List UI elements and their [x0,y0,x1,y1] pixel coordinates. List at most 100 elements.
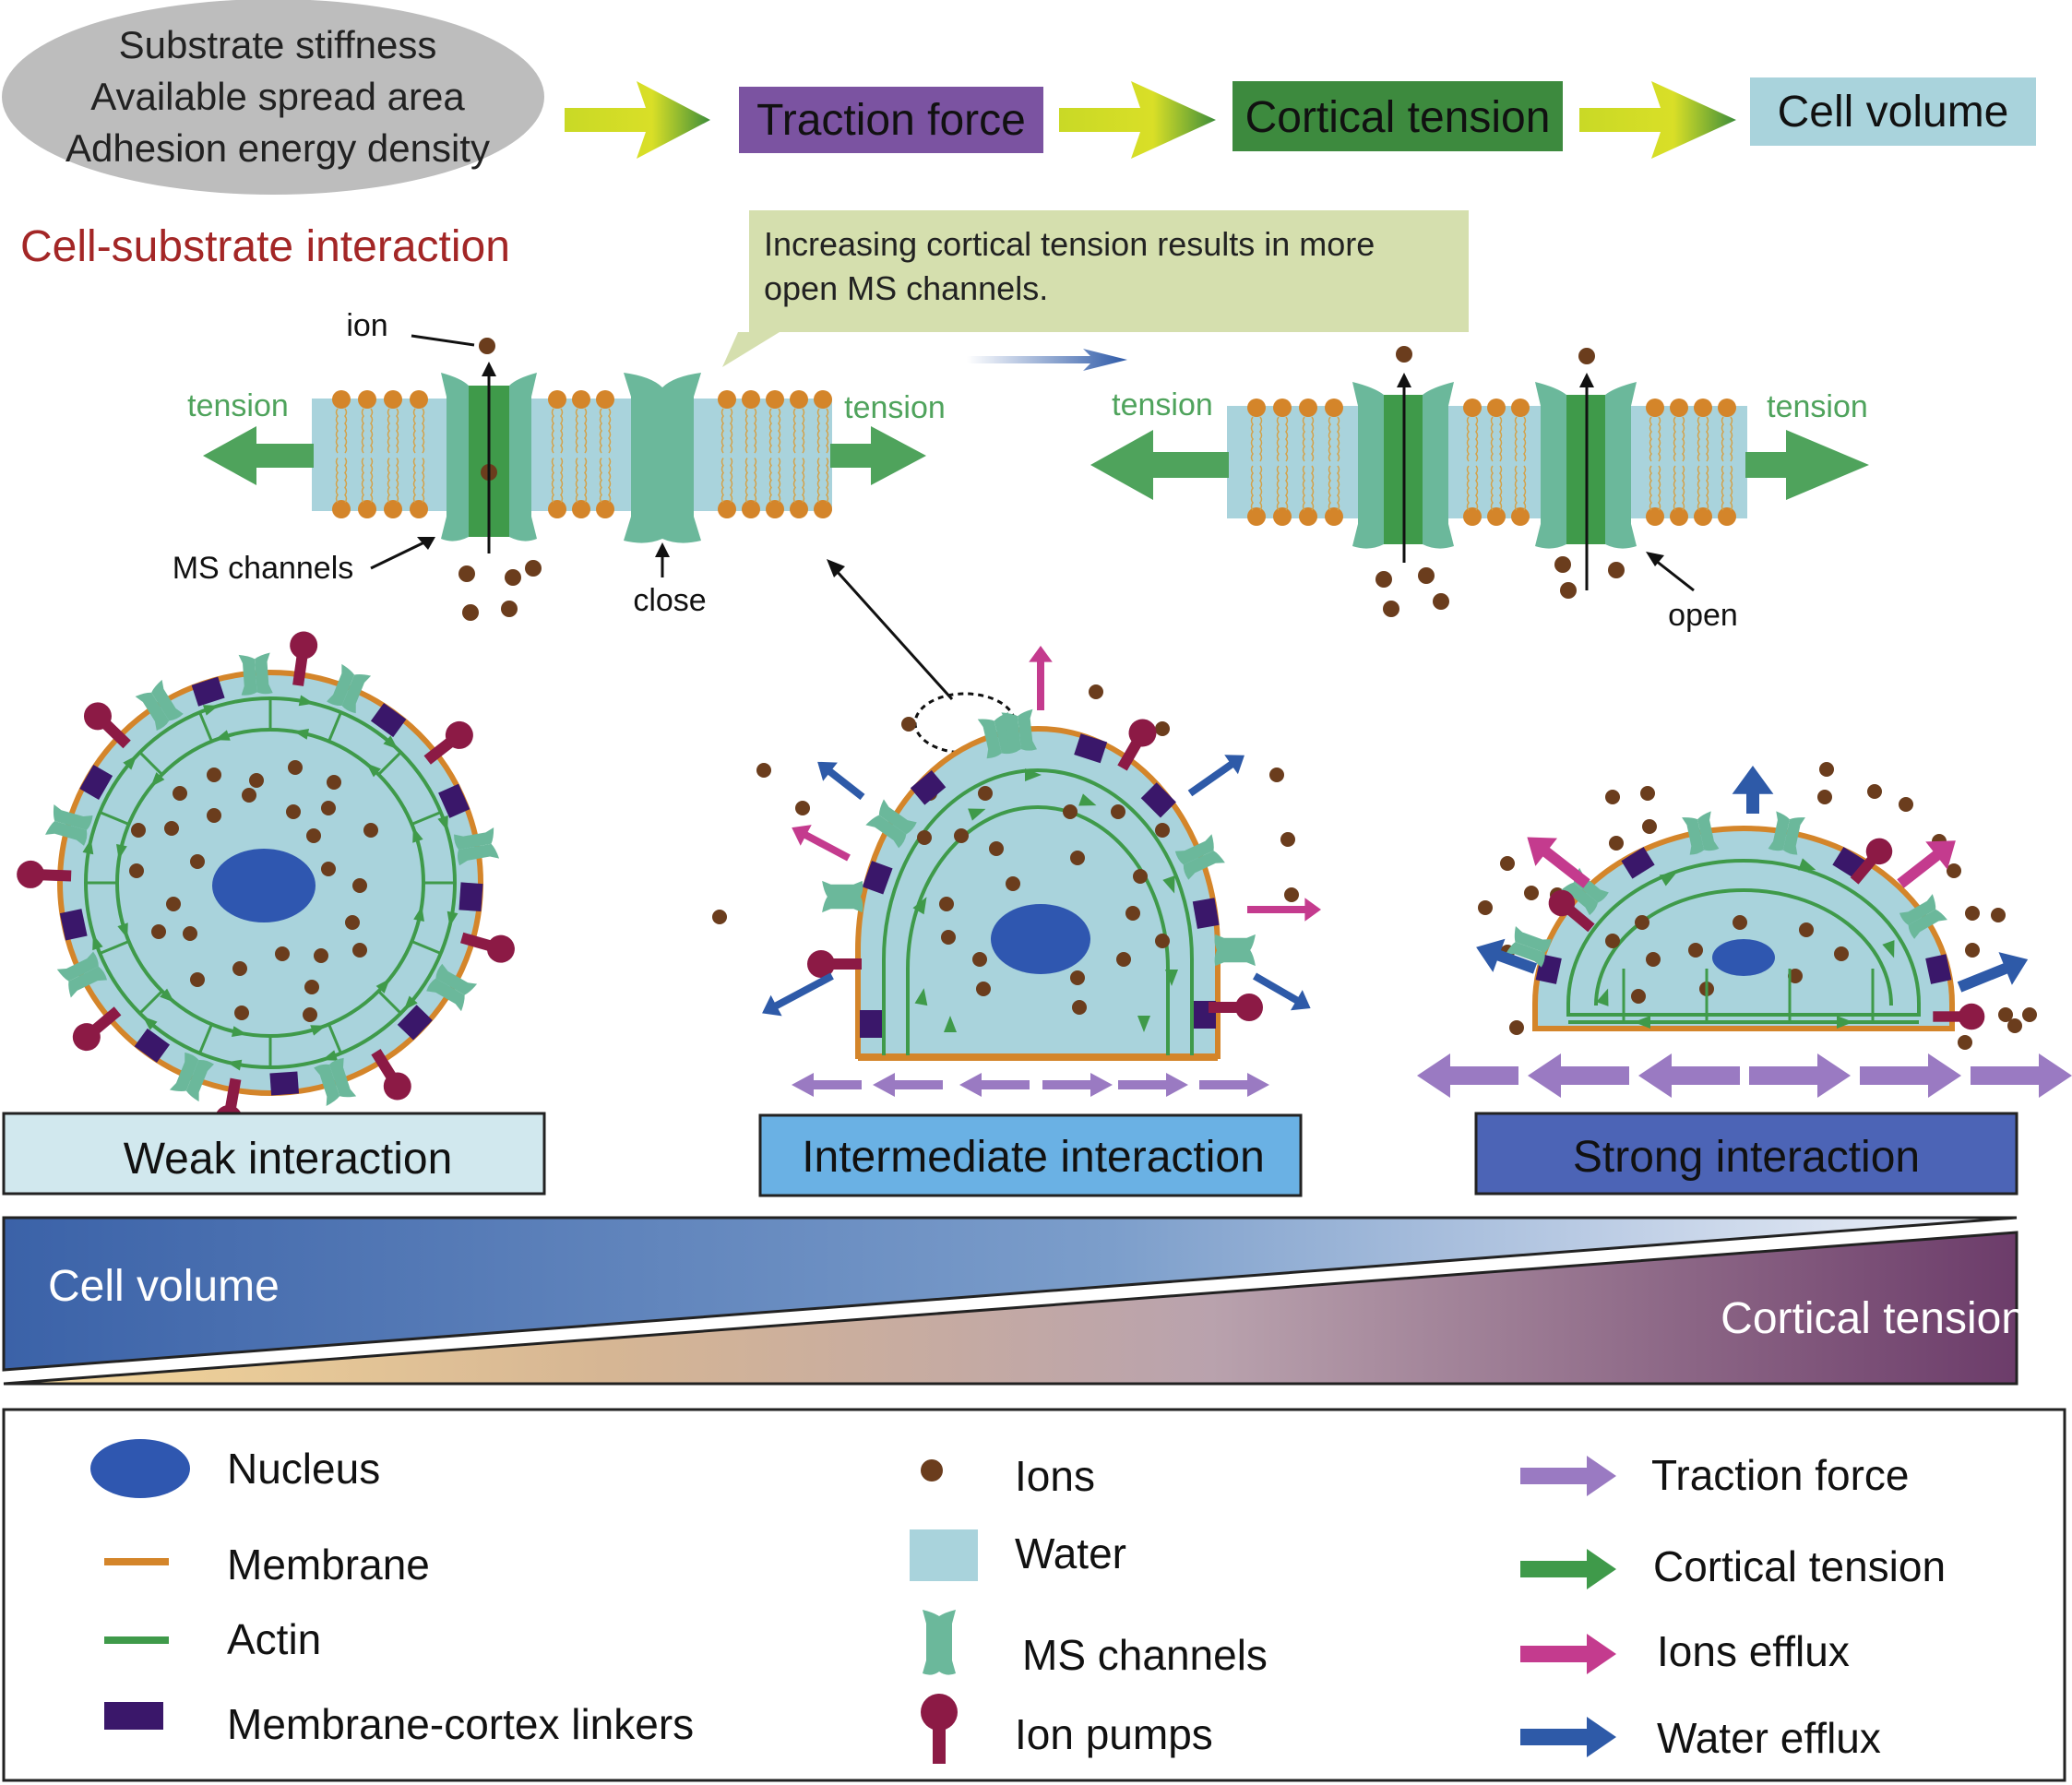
cell-volume-gradient-label: Cell volume [48,1262,280,1311]
actin-arrow [1078,793,1097,806]
cell-weak [17,631,515,1134]
ion [190,854,205,869]
factor-adhesion-energy: Adhesion energy density [65,126,490,170]
ion [1524,886,1539,900]
ms-channel [1174,834,1225,880]
legend-cortical-tension: Cortical tension [1653,1542,1946,1590]
ion-pump [1850,838,1893,885]
ion-pump [459,932,515,963]
ion [1609,836,1624,851]
ion [303,1007,317,1022]
actin-arrow [968,808,986,821]
tension-label: tension [1112,387,1213,422]
legend-traction-force: Traction force [1651,1451,1910,1499]
ion [234,1006,249,1020]
water-efflux-legend-icon [1520,1717,1616,1757]
linker-legend-icon [104,1702,163,1730]
ms-channel [45,803,93,846]
ion [1578,348,1595,364]
actin-arrow [1837,1016,1853,1029]
ion [129,863,144,878]
ion [1433,593,1449,610]
ion [1418,567,1435,584]
ion [190,972,205,987]
tension-arrow-left [1090,430,1229,500]
actin-arrow [116,843,127,860]
actin-arrow [1165,970,1178,986]
ion [1635,915,1649,930]
traction-force-label: Traction force [756,96,1026,145]
actin-arrow [142,1016,158,1030]
lipid-head [358,390,376,409]
lipid-head [814,500,832,518]
lipid-head [548,390,566,409]
ion [1998,1007,2013,1022]
actin-arrow [1659,872,1677,887]
ion [954,828,969,843]
ms-channel [169,1052,214,1102]
ion [1834,946,1849,961]
tension-label: tension [844,390,946,425]
cell-strong [1476,762,2037,1050]
ms-channel [314,1057,357,1107]
actin-arrow [214,730,231,741]
ion [1284,887,1299,902]
ms-channel [454,827,500,866]
lipid-head [1670,507,1688,526]
actin-arrow [375,978,390,994]
lipid-head [1511,399,1530,417]
membrane-cortex-linker [1140,782,1176,818]
actin-arrow [293,729,310,740]
ion-pump [807,950,862,978]
ion [183,926,197,941]
lipid-head [790,500,808,518]
traction-arrows [1417,1053,2072,1098]
actin-arrow [117,922,128,939]
membrane-cortex-linker [59,909,88,941]
membrane-cortex-linker [370,703,407,738]
lipid-head [1670,399,1688,417]
water-efflux-arrow [817,761,865,801]
membrane-cortex-linker [1621,847,1655,879]
lipid-head [332,390,351,409]
membrane-cortex-linker [910,769,947,805]
traction-force-arrow [1042,1073,1113,1097]
traction-force-arrow [1638,1053,1740,1098]
traction-force-arrow [1971,1053,2072,1098]
ion [164,821,179,836]
membrane-patch-closed: tension tension ion MS channels close [173,308,946,621]
water-efflux-arrow [1476,938,1538,974]
legend-ions-efflux: Ions efflux [1657,1627,1850,1675]
ion [327,775,341,790]
ion [525,560,542,577]
ions-efflux-arrow [1527,837,1590,888]
ion [1063,804,1078,819]
actin-arrow [226,1059,243,1071]
traction-force-arrow [1417,1053,1518,1098]
legend-membrane: Membrane [227,1541,430,1589]
legend-ions: Ions [1015,1452,1095,1500]
ion [978,786,993,801]
ion-pump [1548,889,1595,933]
traction-force-box [739,87,1043,153]
actin-arrow [82,839,94,855]
lipid-head [1273,507,1292,526]
ion [1799,922,1814,937]
ion [242,788,256,803]
ion [1155,934,1170,948]
lipid-head [1694,399,1712,417]
traction-force-arrow [1860,1053,1961,1098]
ion [2022,1007,2037,1022]
lipid-head [1487,507,1506,526]
ion-pump [83,702,131,749]
ion [1070,970,1085,985]
actin-arrow [1137,1016,1150,1032]
ion-pump [1209,994,1263,1021]
cell-substrate-interaction-label: Cell-substrate interaction [20,222,510,271]
actin-arrow [413,906,424,922]
ion [1280,832,1295,847]
ion-pump [1117,719,1157,771]
ion-pump [371,1048,411,1101]
membrane-cortex-linker [269,1071,300,1096]
ion [1155,721,1170,736]
